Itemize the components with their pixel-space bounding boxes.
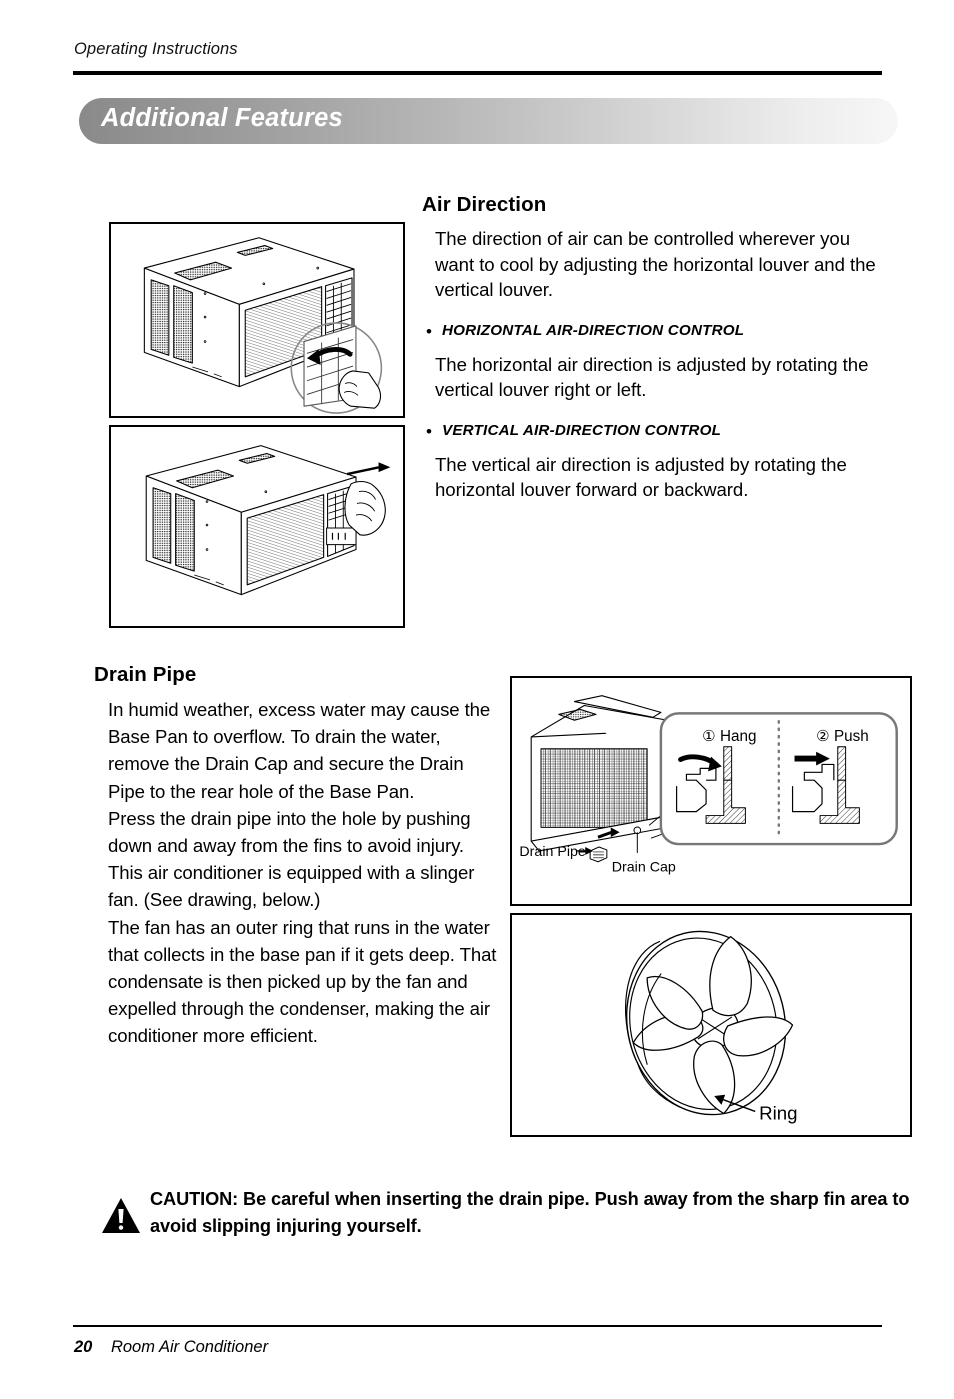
- horizontal-control-body: The horizontal air direction is adjusted…: [435, 353, 869, 401]
- drain-pipe-paragraph-3: This air conditioner is equipped with a …: [108, 862, 475, 911]
- footer-product-name: Room Air Conditioner: [110, 1338, 269, 1356]
- figure-horizontal-air-direction: [109, 222, 405, 418]
- running-head: Operating Instructions: [74, 40, 238, 58]
- caution-block: CAUTION: Be careful when inserting the d…: [100, 1182, 910, 1241]
- drain-pipe-paragraph-1: In humid weather, excess water may cause…: [108, 699, 491, 802]
- drain-step-1-label: ① Hang: [702, 728, 756, 745]
- bullet-vertical-control-label: VERTICAL AIR-DIRECTION CONTROL: [442, 421, 722, 439]
- drain-pipe-section: Drain Pipe In humid weather, excess wate…: [94, 663, 504, 1050]
- drain-cap-label: Drain Cap: [612, 860, 676, 876]
- page-title: Additional Features: [101, 104, 343, 132]
- bullet-horizontal-control-label: HORIZONTAL AIR-DIRECTION CONTROL: [442, 321, 745, 339]
- bullet-vertical-control: • VERTICAL AIR-DIRECTION CONTROL: [426, 421, 892, 442]
- footer-divider: [73, 1325, 882, 1327]
- bullet-dot-icon: •: [426, 421, 432, 441]
- vertical-control-body: The vertical air direction is adjusted b…: [435, 453, 847, 501]
- bullet-horizontal-control: • HORIZONTAL AIR-DIRECTION CONTROL: [426, 321, 892, 342]
- drain-pipe-heading: Drain Pipe: [94, 663, 197, 686]
- drain-pipe-label: Drain Pipe: [519, 844, 586, 860]
- warning-triangle-icon: [100, 1182, 142, 1241]
- caution-text: CAUTION: Be careful when inserting the d…: [150, 1189, 910, 1236]
- drain-pipe-paragraph-4: The fan has an outer ring that runs in t…: [108, 916, 497, 1047]
- air-direction-section: Air Direction The direction of air can b…: [422, 193, 892, 507]
- section-banner: [79, 98, 898, 144]
- figure-slinger-fan: Ring: [510, 913, 912, 1137]
- page-number: 20: [74, 1338, 93, 1356]
- drain-pipe-paragraph-2: Press the drain pipe into the hole by pu…: [108, 807, 471, 857]
- header-divider: [73, 71, 882, 75]
- drain-step-2-label: ② Push: [816, 728, 869, 745]
- fan-ring-label: Ring: [759, 1102, 797, 1123]
- air-direction-heading: Air Direction: [422, 193, 547, 216]
- footer: 20 Room Air Conditioner: [74, 1338, 268, 1357]
- figure-drain-pipe-diagram: ① Hang ② Push Drain Pipe Drain Cap: [510, 676, 912, 906]
- air-direction-intro: The direction of air can be controlled w…: [435, 228, 876, 300]
- bullet-dot-icon: •: [426, 321, 432, 341]
- figure-vertical-air-direction: [109, 425, 405, 628]
